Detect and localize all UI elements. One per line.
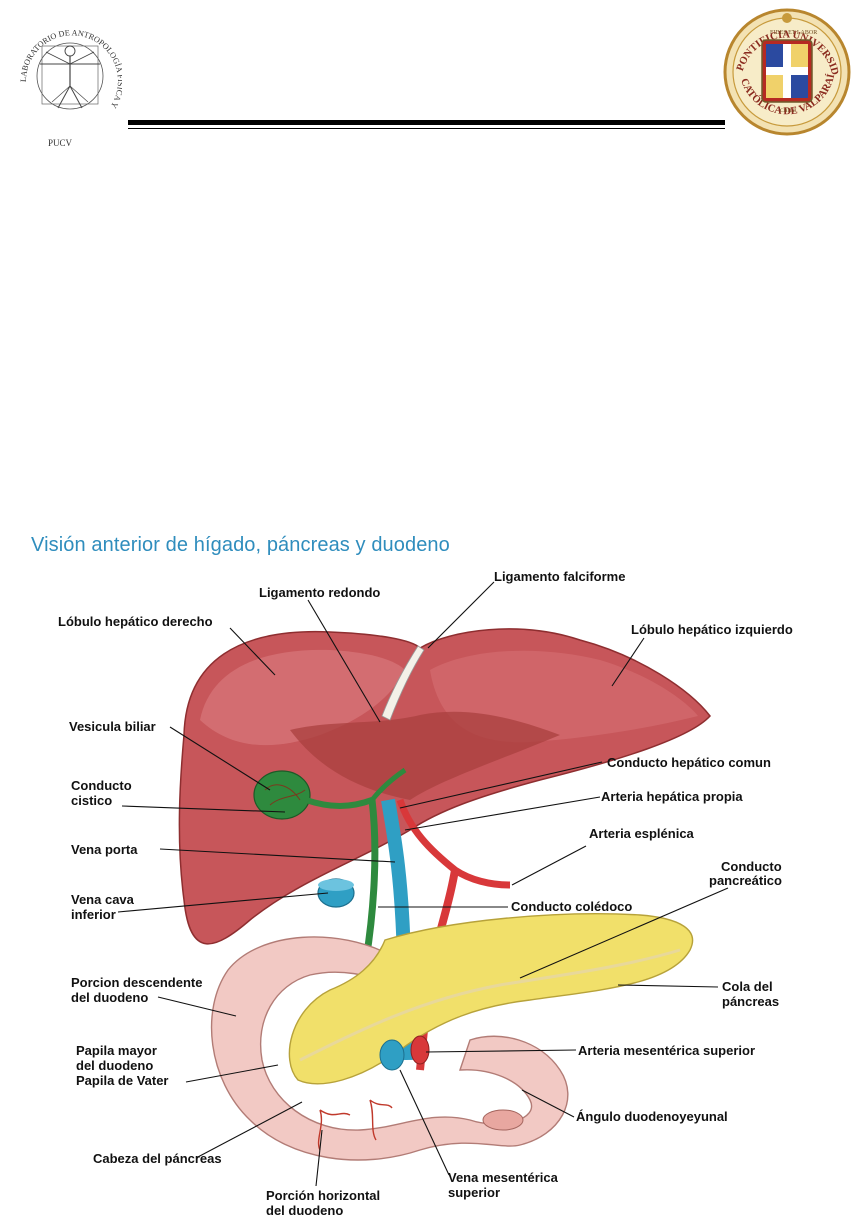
- label-cystic-duct-line2: cistico: [71, 793, 113, 808]
- university-logo: PONTIFICIA UNIVERSIDAD CATÓLICA DE VALPA…: [718, 0, 852, 138]
- label-major-papilla-line1: Papila mayor: [76, 1043, 157, 1058]
- duodenum-opening-jejunum: [482, 1109, 524, 1131]
- superior-mesenteric-vein: [379, 1039, 405, 1071]
- liver-right-lobe-highlight: [200, 649, 405, 746]
- common-hepatic-duct: [370, 767, 407, 802]
- crest-country: CHILE: [780, 108, 797, 114]
- label-superior-mesenteric-vein-line2: superior: [448, 1185, 501, 1200]
- figure-title: Visión anterior de hígado, páncreas y du…: [31, 534, 450, 556]
- crest-motto: FIDES ET LABOR: [770, 30, 817, 36]
- cystic-duct: [305, 797, 374, 809]
- label-major-papilla-line3: Papila de Vater: [76, 1073, 169, 1088]
- label-pancreas-tail-line2: páncreas: [722, 994, 780, 1009]
- liver-inferior-surface: [290, 711, 560, 800]
- pancreatic-duct: [299, 948, 681, 1062]
- label-pancreatic-duct-line2: pancreático: [709, 873, 782, 888]
- label-horizontal-duodenum-line1: Porción horizontal: [266, 1188, 381, 1203]
- label-pancreatic-duct-line1: Conducto: [721, 859, 782, 874]
- liver-pancreas-duodenum-illustration: [117, 581, 729, 1187]
- label-proper-hepatic-artery: Arteria hepática propia: [601, 789, 743, 804]
- label-superior-mesenteric-vein-line1: Vena mesentérica: [448, 1170, 558, 1185]
- label-descending-duodenum-line2: del duodeno: [71, 990, 149, 1005]
- label-splenic-artery: Arteria esplénica: [589, 826, 694, 841]
- label-right-hepatic-lobe: Lóbulo hepático derecho: [58, 614, 213, 629]
- label-left-hepatic-lobe: Lóbulo hepático izquierdo: [631, 622, 793, 637]
- label-cystic-duct-line1: Conducto: [71, 778, 132, 793]
- label-portal-vein: Vena porta: [71, 842, 138, 857]
- logo-abbreviation: PUCV: [48, 138, 73, 148]
- header-rule-thick: [128, 120, 725, 125]
- label-major-papilla-line2: del duodeno: [76, 1058, 154, 1073]
- label-common-bile-duct: Conducto colédoco: [511, 899, 633, 914]
- label-round-ligament: Ligamento redondo: [259, 585, 381, 600]
- label-ivc-line2: inferior: [71, 907, 116, 922]
- leader-lines: [117, 581, 729, 1187]
- superior-mesenteric-artery: [410, 1035, 430, 1065]
- label-descending-duodenum-line1: Porcion descendente: [71, 975, 203, 990]
- label-duodenojejunal-flexure: Ángulo duodenoyeyunal: [576, 1109, 728, 1124]
- label-ivc-line1: Vena cava: [71, 892, 134, 907]
- gallbladder: [253, 770, 311, 820]
- label-pancreas-tail-line1: Cola del: [722, 979, 773, 994]
- label-gallbladder: Vesicula biliar: [69, 719, 156, 734]
- university-crest-icon: PONTIFICIA UNIVERSIDAD CATÓLICA DE VALPA…: [718, 0, 851, 136]
- header-rule-thin: [128, 128, 725, 129]
- falciform-ligament: [381, 645, 425, 721]
- label-superior-mesenteric-artery: Arteria mesentérica superior: [578, 1043, 756, 1058]
- hepatic-artery: [396, 798, 511, 889]
- label-horizontal-duodenum-line2: del duodeno: [266, 1203, 344, 1218]
- label-pancreas-head: Cabeza del páncreas: [93, 1151, 222, 1166]
- label-common-hepatic-duct: Conducto hepático comun: [607, 755, 771, 770]
- label-falciform-ligament: Ligamento falciforme: [494, 569, 626, 584]
